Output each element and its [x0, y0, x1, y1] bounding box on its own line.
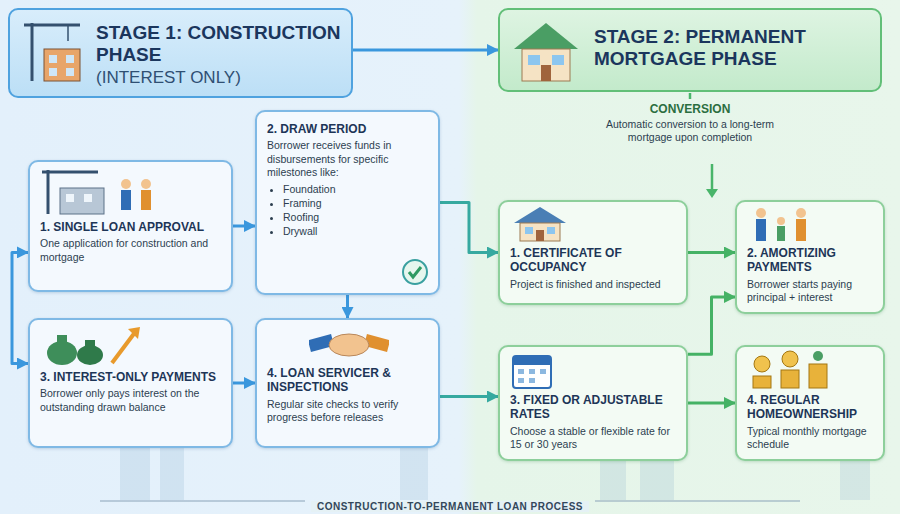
flow-arrow: [12, 252, 28, 363]
stage-header: STAGE 1: CONSTRUCTION PHASE(INTEREST ONL…: [8, 8, 353, 98]
node-body: Typical monthly mortgage schedule: [747, 425, 873, 451]
handshake-icon: [309, 323, 389, 363]
node-heading: 3. FIXED OR ADJUSTABLE RATES: [510, 393, 676, 422]
flow-arrow: [688, 251, 735, 254]
construction-icon: [38, 166, 168, 216]
bullet-item: Foundation: [283, 182, 428, 196]
node-body: Project is finished and inspected: [510, 278, 676, 291]
process-box: 3. FIXED OR ADJUSTABLE RATES Choose a sta…: [498, 345, 688, 461]
node-body: One application for construction and mor…: [40, 237, 221, 263]
flow-arrow: [353, 49, 498, 52]
flow-arrow: [346, 295, 349, 318]
flow-arrow: [233, 382, 255, 385]
node-heading: STAGE 1: CONSTRUCTION PHASE: [96, 22, 341, 66]
node-heading: 2. DRAW PERIOD: [267, 122, 428, 136]
flow-arrow: [688, 402, 735, 405]
caption: CONSTRUCTION-TO-PERMANENT LOAN PROCESS: [311, 501, 589, 512]
flow-arrow: [688, 297, 735, 354]
conversion-arrow: [689, 93, 692, 99]
node-heading: 2. AMORTIZING PAYMENTS: [747, 246, 873, 275]
node-body: Regular site checks to verify progress b…: [267, 398, 428, 424]
bullet-item: Drywall: [283, 224, 428, 238]
caption-rule: [595, 501, 800, 502]
house-icon: [508, 15, 584, 85]
process-box: 1. CERTIFICATE OF OCCUPANCY Project is fi…: [498, 200, 688, 305]
stage-header: STAGE 2: PERMANENT MORTGAGE PHASE: [498, 8, 882, 92]
process-box: 2. AMORTIZING PAYMENTS Borrower starts pa…: [735, 200, 885, 314]
node-body: Borrower receives funds in disbursements…: [267, 139, 428, 178]
node-body: Borrower only pays interest on the outst…: [40, 387, 221, 413]
node-body: Choose a stable or flexible rate for 15 …: [510, 425, 676, 451]
process-box: 1. SINGLE LOAN APPROVAL One application f…: [28, 160, 233, 292]
caption-row: CONSTRUCTION-TO-PERMANENT LOAN PROCESS: [0, 496, 900, 514]
node-body: Borrower starts paying principal + inter…: [747, 278, 873, 304]
node-heading: 4. REGULAR HOMEOWNERSHIP: [747, 393, 873, 422]
flow-arrow: [440, 203, 498, 253]
process-box: 4. REGULAR HOMEOWNERSHIP Typical monthly …: [735, 345, 885, 461]
node-heading: STAGE 2: PERMANENT MORTGAGE PHASE: [594, 26, 870, 70]
conversion-title: CONVERSION: [595, 102, 785, 116]
node-heading: 1. CERTIFICATE OF OCCUPANCY: [510, 246, 676, 275]
conversion-note: Automatic conversion to a long-term mort…: [592, 118, 788, 144]
family-icon: [747, 205, 817, 243]
flow-arrow: [233, 225, 255, 228]
house-icon: [510, 205, 570, 243]
conversion-arrowhead: [706, 189, 718, 198]
check-badge-icon: [400, 257, 430, 287]
flow-arrow: [440, 395, 498, 398]
bullet-list: FoundationFramingRoofingDrywall: [267, 182, 428, 239]
process-box: 2. DRAW PERIOD Borrower receives funds in…: [255, 110, 440, 295]
conversion-arrow: [711, 164, 714, 190]
process-box: 4. LOAN SERVICER & INSPECTIONS Regular si…: [255, 318, 440, 448]
bullet-item: Framing: [283, 196, 428, 210]
money-bags-icon: [40, 323, 150, 367]
calendar-icon: [510, 350, 554, 390]
node-body: (INTEREST ONLY): [96, 68, 341, 88]
coins-icon: [747, 350, 837, 390]
crane-building-icon: [18, 15, 88, 85]
bullet-item: Roofing: [283, 210, 428, 224]
caption-rule: [100, 501, 305, 502]
node-heading: 3. INTEREST-ONLY PAYMENTS: [40, 370, 221, 384]
node-heading: 4. LOAN SERVICER & INSPECTIONS: [267, 366, 428, 395]
node-heading: 1. SINGLE LOAN APPROVAL: [40, 220, 221, 234]
process-box: 3. INTEREST-ONLY PAYMENTS Borrower only p…: [28, 318, 233, 448]
